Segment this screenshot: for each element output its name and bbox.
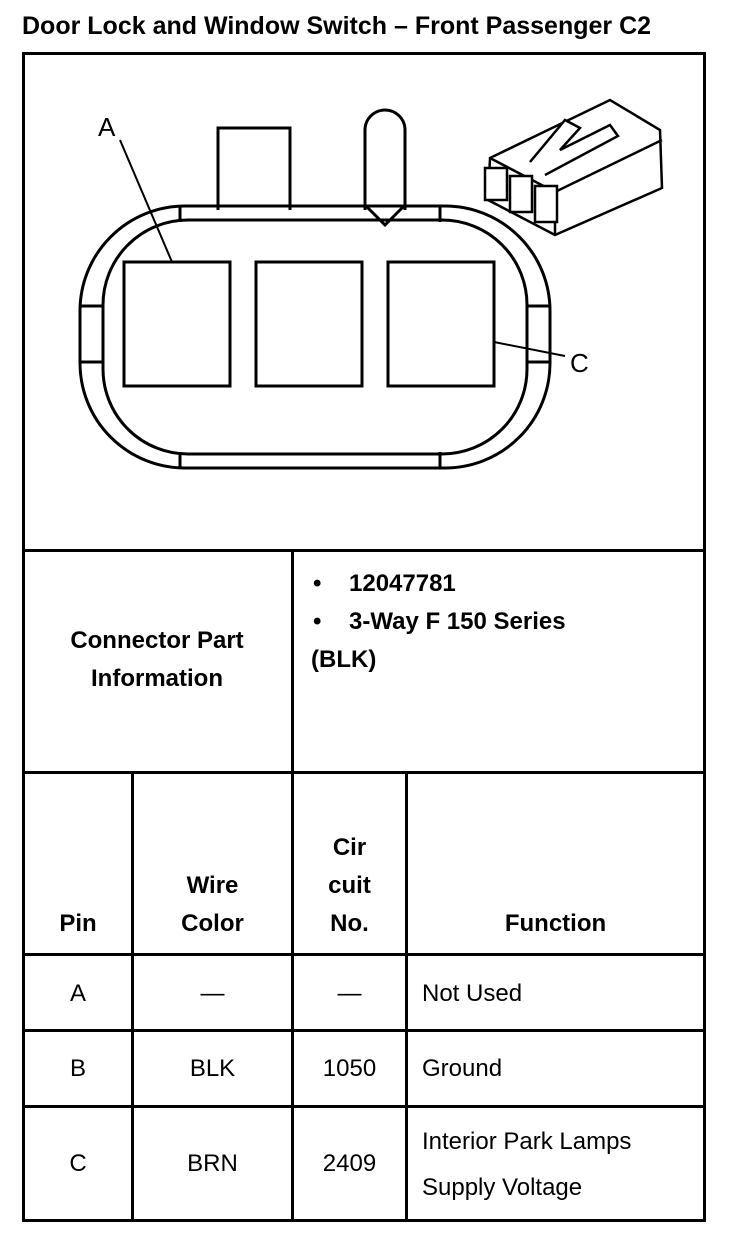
- row-b-wire: BLK: [189, 1055, 236, 1082]
- connector-part-label-line1: Connector Part: [70, 627, 244, 654]
- col-divider-2: [291, 771, 294, 1219]
- row-a-pin: A: [69, 980, 86, 1007]
- header-circuit-no: Cir cuit No.: [294, 829, 405, 943]
- cavity-c: [386, 260, 496, 388]
- connector-part-label-line2: Information: [91, 665, 223, 692]
- cavity-a: [122, 260, 232, 388]
- row-a-wire: —: [200, 980, 225, 1007]
- row-c-pin: C: [69, 1150, 87, 1177]
- divider-header: [25, 953, 703, 956]
- divider-part-info: [291, 549, 294, 771]
- connector-part-info: •12047781 •3-Way F 150 Series (BLK): [311, 565, 701, 679]
- row-b-circuit: 1050: [322, 1055, 377, 1082]
- row-a-function: Not Used: [422, 980, 523, 1007]
- divider-part-table: [25, 771, 703, 774]
- row-c-function-line1: Interior Park Lamps: [422, 1128, 632, 1155]
- col-divider-3: [405, 771, 408, 1219]
- header-wire-color-line2: Color: [181, 910, 244, 937]
- row-b-function: Ground: [422, 1055, 503, 1082]
- callout-label-a: A: [98, 112, 116, 142]
- col-divider-1: [131, 771, 134, 1219]
- latch-tab: [216, 126, 292, 210]
- divider-row-b: [25, 1105, 703, 1108]
- row-c-function: Interior Park Lamps Supply Voltage: [422, 1119, 702, 1211]
- connector-face-drawing: A C: [78, 98, 664, 470]
- part-number-item: •12047781: [313, 570, 456, 597]
- page-title: Door Lock and Window Switch – Front Pass…: [22, 12, 652, 40]
- polarization-key: [363, 108, 407, 210]
- row-b-pin: B: [69, 1055, 86, 1082]
- header-circuit-line3: No.: [330, 910, 369, 937]
- header-wire-color: Wire Color: [134, 867, 291, 943]
- divider-row-a: [25, 1029, 703, 1032]
- row-c-wire: BRN: [187, 1150, 238, 1177]
- connector-info-frame: A C Connector Part Information •12047781…: [22, 52, 706, 1222]
- header-pin: Pin: [59, 910, 97, 937]
- part-number: 12047781: [349, 570, 456, 597]
- part-series-item: •3-Way F 150 Series: [313, 608, 566, 635]
- header-circuit-line2: cuit: [328, 872, 371, 899]
- callout-leader-a: [119, 139, 173, 263]
- divider-diagram: [25, 549, 703, 552]
- row-c-circuit: 2409: [322, 1150, 377, 1177]
- header-circuit-line1: Cir: [332, 834, 367, 861]
- callout-label-c: C: [570, 348, 589, 378]
- key-point: [363, 203, 407, 228]
- housing-outer: [78, 204, 552, 470]
- connector-part-label: Connector Part Information: [25, 622, 289, 698]
- part-series: 3-Way F 150 Series: [349, 608, 566, 635]
- connector-thumbnail: [483, 98, 664, 237]
- housing-inner: [101, 218, 529, 456]
- row-c-function-line2: Supply Voltage: [422, 1174, 583, 1201]
- row-a-circuit: —: [337, 980, 362, 1007]
- cavity-b: [254, 260, 364, 388]
- header-wire-color-line1: Wire: [186, 872, 239, 899]
- callout-leader-c: [493, 341, 566, 357]
- header-function: Function: [504, 910, 607, 937]
- connector-diagram: A C: [25, 55, 703, 549]
- part-color: (BLK): [311, 646, 377, 673]
